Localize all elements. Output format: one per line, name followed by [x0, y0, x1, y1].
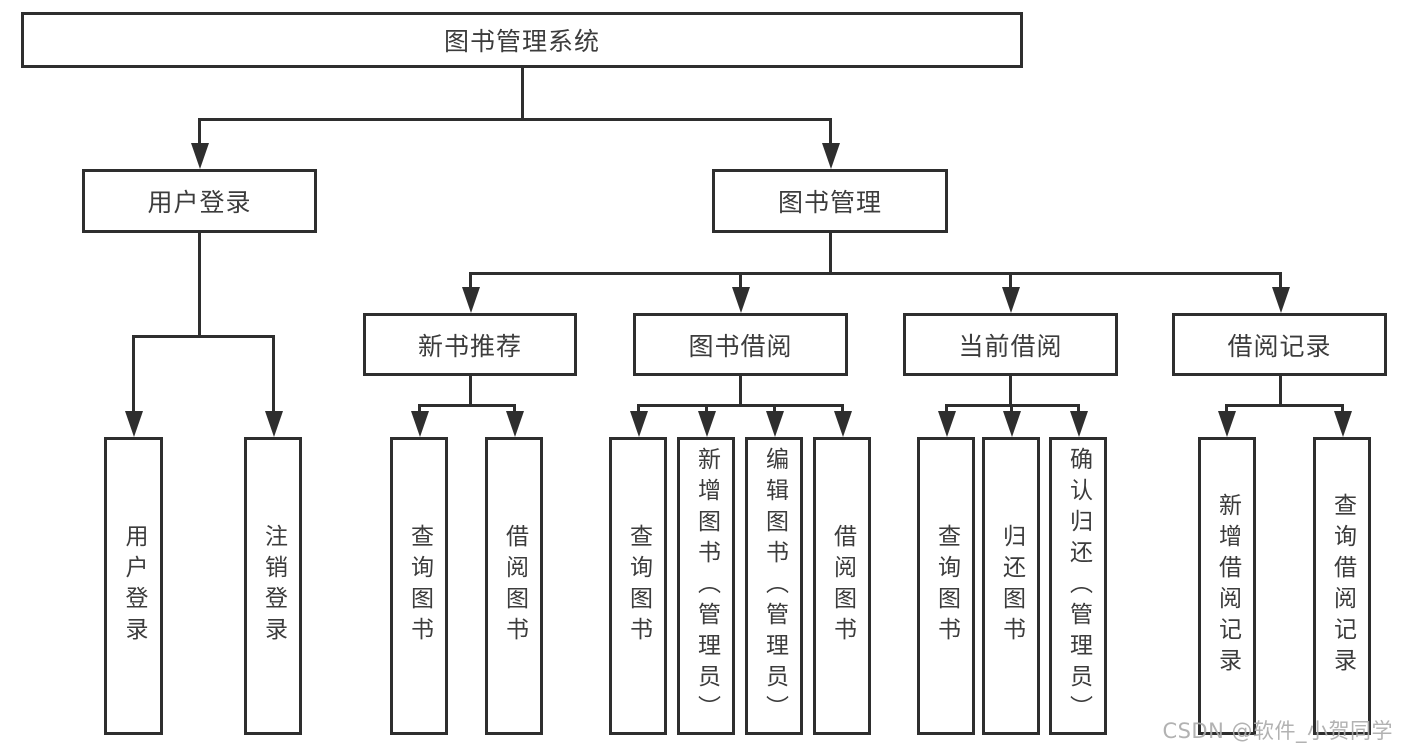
- down-arrow-icon: [937, 404, 956, 437]
- connector-hline: [418, 404, 516, 407]
- connector-hline: [198, 118, 832, 121]
- connector-vline: [198, 233, 201, 337]
- down-arrow-icon: [821, 118, 840, 169]
- node-new-book-recommendation: 新书推荐: [363, 313, 577, 376]
- connector-vline: [521, 68, 524, 120]
- node-borrowing-records: 借阅记录: [1172, 313, 1387, 376]
- down-arrow-icon: [505, 404, 524, 437]
- leaf-query-books: 查询图书: [390, 437, 448, 735]
- node-book-borrowing: 图书借阅: [633, 313, 848, 376]
- down-arrow-icon: [1001, 272, 1020, 313]
- node-user-login: 用户登录: [82, 169, 317, 233]
- leaf-borrow-books: 借阅图书: [485, 437, 543, 735]
- node-book-management: 图书管理: [712, 169, 948, 233]
- connector-hline: [132, 335, 275, 338]
- down-arrow-icon: [731, 272, 750, 313]
- leaf-add-borrow-record: 新增借阅记录: [1198, 437, 1256, 735]
- node-current-borrowing: 当前借阅: [903, 313, 1118, 376]
- leaf-edit-books-admin: 编辑图书（管理员）: [745, 437, 803, 735]
- connector-vline: [829, 233, 832, 274]
- down-arrow-icon: [410, 404, 429, 437]
- down-arrow-icon: [1002, 404, 1021, 437]
- connector-vline: [739, 376, 742, 406]
- down-arrow-icon: [190, 118, 209, 169]
- down-arrow-icon: [461, 272, 480, 313]
- leaf-borrow-books: 借阅图书: [813, 437, 871, 735]
- connector-vline: [469, 376, 472, 406]
- leaf-query-books: 查询图书: [609, 437, 667, 735]
- down-arrow-icon: [1333, 404, 1352, 437]
- connector-hline: [469, 272, 1282, 275]
- leaf-confirm-return-admin: 确认归还（管理员）: [1049, 437, 1107, 735]
- leaf-query-books: 查询图书: [917, 437, 975, 735]
- down-arrow-icon: [124, 335, 143, 437]
- connector-hline: [1225, 404, 1344, 407]
- down-arrow-icon: [833, 404, 852, 437]
- down-arrow-icon: [1271, 272, 1290, 313]
- connector-vline: [1279, 376, 1282, 406]
- node-root-library-management-system: 图书管理系统: [21, 12, 1023, 68]
- down-arrow-icon: [264, 335, 283, 437]
- leaf-user-login: 用户登录: [104, 437, 163, 735]
- leaf-return-books: 归还图书: [982, 437, 1040, 735]
- csdn-watermark: CSDN @软件_小贺同学: [1162, 719, 1393, 743]
- down-arrow-icon: [765, 404, 784, 437]
- down-arrow-icon: [629, 404, 648, 437]
- leaf-query-borrow-record: 查询借阅记录: [1313, 437, 1371, 735]
- down-arrow-icon: [697, 404, 716, 437]
- leaf-logout: 注销登录: [244, 437, 302, 735]
- down-arrow-icon: [1069, 404, 1088, 437]
- connector-vline: [1009, 376, 1012, 406]
- connector-hline: [637, 404, 844, 407]
- leaf-add-books-admin: 新增图书（管理员）: [677, 437, 735, 735]
- down-arrow-icon: [1217, 404, 1236, 437]
